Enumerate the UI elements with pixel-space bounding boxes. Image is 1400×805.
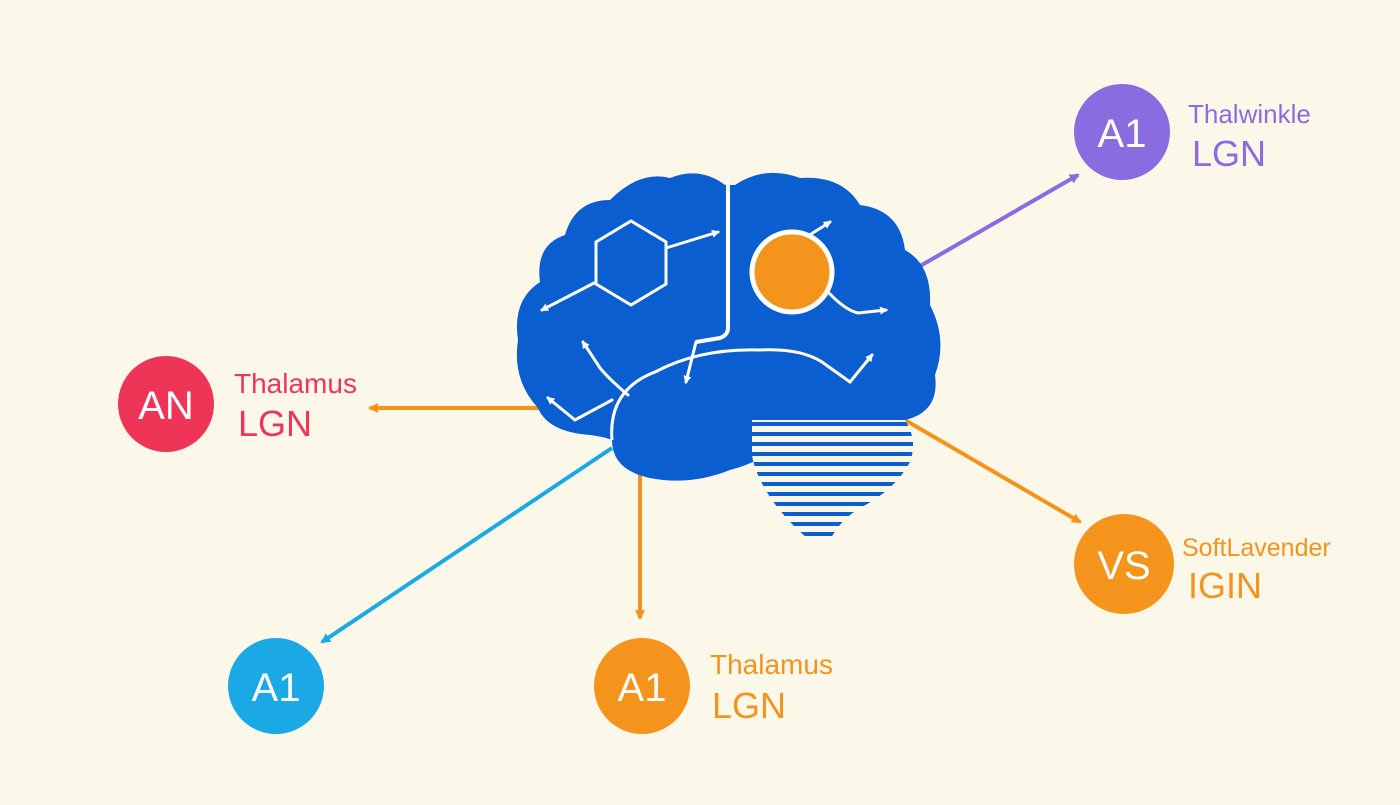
node-line1-label: Thalamus: [710, 649, 833, 680]
node-right: VS SoftLavender IGIN: [1074, 514, 1331, 614]
node-line1-label: Thalamus: [234, 368, 357, 399]
node-line1-label: SoftLavender: [1182, 534, 1331, 562]
arrow-to-bottom-left: [320, 446, 614, 644]
node-badge-label: A1: [618, 666, 667, 710]
node-line1-label: Thalwinkle: [1188, 99, 1311, 129]
pathway-circle-up: [806, 220, 832, 238]
node-badge-circle: [594, 638, 690, 734]
node-badge-circle: [118, 356, 214, 452]
pathway-center: [683, 340, 698, 384]
arrow-to-right: [903, 418, 1082, 524]
pathway-center-up: [581, 340, 630, 397]
node-line2-label: LGN: [238, 403, 312, 444]
cerebellum-icon: [752, 420, 914, 542]
node-left: AN Thalamus LGN: [118, 356, 357, 452]
pathway-left-lower: [546, 396, 614, 422]
node-badge-label: A1: [252, 666, 301, 710]
node-badge-circle: [228, 638, 324, 734]
pathway-hex-right: [664, 229, 720, 250]
node-badge-label: AN: [138, 384, 194, 428]
orange-focus-icon: [749, 229, 835, 315]
arrow-to-top-right: [907, 173, 1080, 275]
pathway-circle-right: [826, 290, 888, 315]
pathway-hex-left: [540, 280, 598, 312]
central-fissure: [695, 180, 730, 344]
node-badge-label: A1: [1098, 112, 1147, 156]
node-line2-label: IGIN: [1188, 565, 1262, 606]
node-bottom-left: A1: [228, 638, 324, 734]
temporal-lobe-outline: [610, 348, 761, 441]
node-top-right: A1 Thalwinkle LGN: [1074, 84, 1311, 180]
node-badge-circle: [1074, 514, 1174, 614]
node-line2-label: LGN: [712, 685, 786, 726]
pathway-right: [758, 348, 874, 385]
node-badge-label: VS: [1097, 544, 1150, 588]
node-bottom-center: A1 Thalamus LGN: [594, 638, 833, 734]
hexagon-icon: [594, 219, 668, 307]
brain-icon: [516, 172, 941, 542]
node-badge-circle: [1074, 84, 1170, 180]
node-line2-label: LGN: [1192, 133, 1266, 174]
neural-pathways: [540, 220, 888, 422]
